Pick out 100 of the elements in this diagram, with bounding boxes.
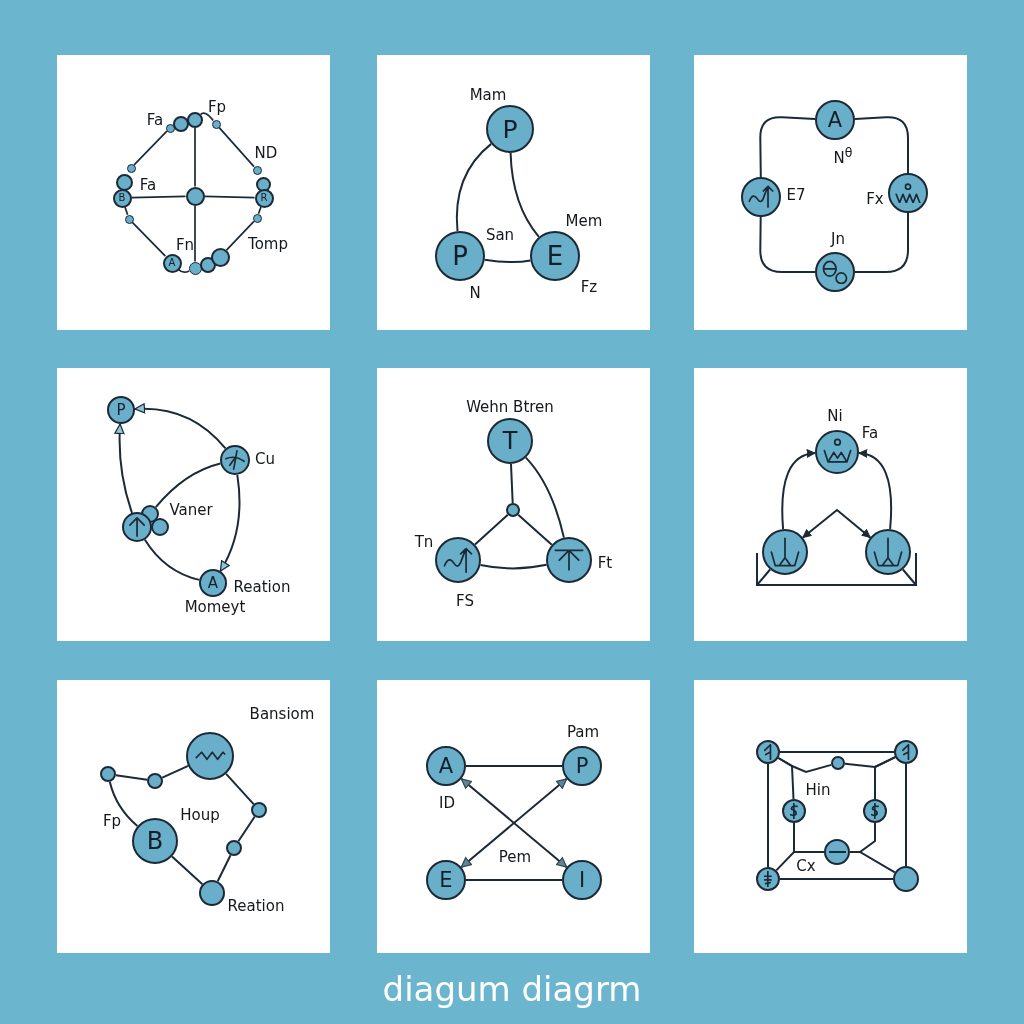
node-caption: Momeyt [184, 598, 246, 616]
text-label: San [485, 226, 515, 244]
circle-node [115, 173, 133, 191]
panel [57, 55, 330, 330]
connector-line [171, 855, 204, 886]
circle-node [863, 799, 887, 823]
node-letter: P [452, 243, 468, 269]
circle-node [756, 740, 780, 764]
node-caption: Jn [831, 230, 845, 248]
node-caption: N [469, 284, 481, 302]
circle-node [187, 112, 203, 128]
connector-line [225, 772, 255, 806]
circle-node [255, 176, 271, 192]
node-letter: A [438, 755, 454, 777]
connector-line [194, 127, 196, 188]
connector-line [483, 258, 532, 264]
circle-node [210, 247, 230, 267]
circle-node [762, 529, 808, 575]
node-letter: E [546, 243, 564, 269]
connector-line [465, 765, 563, 767]
diagram-caption: diagum diagrm [382, 971, 642, 1009]
connector-line [759, 216, 816, 273]
connector-line [517, 513, 553, 546]
circle-node [562, 860, 602, 900]
node-caption: Wehn Btren [466, 398, 554, 416]
circle-node [530, 231, 580, 281]
connector-line [161, 764, 190, 779]
circle-node [188, 261, 202, 275]
connector-line [108, 780, 139, 828]
node-caption: Ni [827, 407, 843, 425]
node-letter: E [439, 869, 453, 891]
circle-node [211, 119, 221, 129]
circle-node [107, 396, 135, 424]
panel [694, 368, 967, 641]
circle-node [435, 231, 485, 281]
circle-node [124, 214, 134, 224]
panel [57, 368, 330, 641]
circle-node [815, 252, 855, 292]
circle-node [831, 756, 845, 770]
arrow [134, 403, 227, 450]
circle-node [252, 165, 262, 175]
connector-line [194, 204, 196, 263]
connector-line [901, 568, 917, 586]
connector-line [237, 815, 256, 843]
connector-line [218, 126, 255, 168]
connector-line [131, 221, 167, 258]
arrow [219, 473, 241, 573]
circle-node [756, 867, 780, 891]
node-letter: R [260, 193, 268, 203]
connector-line [465, 879, 563, 881]
circle-node [562, 746, 602, 786]
circle-node [426, 746, 466, 786]
circle-node [173, 116, 189, 132]
node-letter: A [168, 258, 176, 268]
circle-node [506, 503, 520, 517]
circle-node [122, 512, 152, 542]
circle-node [815, 100, 855, 140]
circle-node [487, 418, 533, 464]
node-caption: Reation [233, 578, 291, 596]
node-caption: Fz [580, 278, 598, 296]
circle-node [252, 213, 262, 223]
node-letter: T [502, 429, 518, 453]
node-caption: Bansiom [249, 705, 315, 723]
node-caption: Fx [866, 190, 884, 208]
connector-line [455, 142, 493, 233]
connector-line [854, 212, 909, 273]
text-label: Vaner [169, 501, 213, 519]
node-letter: P [575, 755, 589, 777]
node-caption: Tn [414, 533, 434, 551]
circle-node [251, 802, 267, 818]
circle-node [815, 430, 859, 474]
panel [694, 680, 967, 953]
connector-line [510, 463, 514, 504]
node-letter: B [118, 193, 126, 203]
panel [57, 680, 330, 953]
circle-node [435, 537, 481, 583]
circle-node [186, 732, 234, 780]
connector-line [509, 152, 540, 238]
circle-node [824, 839, 850, 865]
circle-node [185, 186, 205, 206]
circle-node [888, 173, 928, 213]
node-caption: Tomp [248, 235, 288, 253]
connector-line [133, 130, 168, 166]
circle-node [865, 529, 911, 575]
connector-line [905, 763, 907, 867]
crossed-arrows [460, 777, 568, 869]
circle-node [112, 188, 132, 208]
panel [694, 55, 967, 330]
node-caption: Reation [227, 897, 285, 915]
connector-line [849, 851, 896, 874]
circle-node [126, 163, 136, 173]
connector-line [779, 751, 895, 753]
node-letter: P [116, 402, 126, 418]
connector-line [759, 116, 816, 178]
node-letter: I [578, 869, 586, 891]
arrow [858, 450, 893, 531]
text-label: Houp [180, 806, 220, 824]
connector-line [479, 563, 548, 570]
connector-line [777, 757, 795, 800]
node-caption: Mam [469, 86, 507, 104]
